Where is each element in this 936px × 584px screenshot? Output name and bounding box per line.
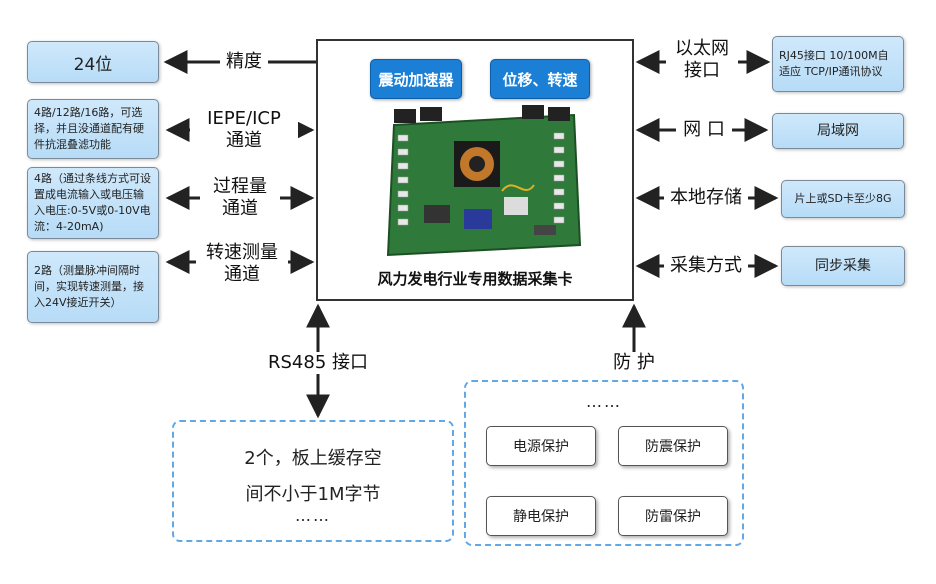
shock-protection-label: 防震保护	[645, 439, 701, 455]
card-title: 风力发电行业专用数据采集卡	[377, 270, 573, 288]
storage-box: 片上或SD卡至少8G	[781, 180, 905, 218]
ethernet-box: RJ45接口 10/100M自适应 TCP/IP通讯协议	[772, 36, 904, 92]
data-acquisition-card: 震动加速器 位移、转速 风力发电行业专用数据采集卡	[316, 39, 634, 301]
ethernet-label: 以太网 接口	[666, 38, 738, 82]
ethernet-label-line2: 接口	[684, 60, 720, 81]
buffer-text-line1: 2个，板上缓存空	[244, 448, 382, 469]
shock-protection-box: 防震保护	[618, 426, 728, 466]
esd-protection-box: 静电保护	[486, 496, 596, 536]
speed-label-line1: 转速测量	[206, 242, 278, 263]
process-label-line2: 通道	[222, 198, 258, 219]
lan-value: 局域网	[817, 122, 859, 139]
process-label: 过程量 通道	[200, 176, 280, 220]
iepe-label-line1: IEPE/ICP	[207, 108, 281, 129]
displacement-speed-label: 位移、转速	[502, 70, 578, 89]
protection-group: …… 电源保护 防震保护 静电保护 防雷保护	[464, 380, 744, 546]
storage-label: 本地存储	[664, 187, 748, 209]
precision-box: 24位	[27, 41, 159, 83]
precision-value: 24位	[73, 54, 113, 75]
iepe-box: 4路/12路/16路，可选择，并且没通道配有硬件抗混叠滤功能	[27, 99, 159, 159]
network-port-label: 网 口	[676, 119, 732, 141]
iepe-label: IEPE/ICP 通道	[190, 108, 298, 152]
displacement-speed-button: 位移、转速	[490, 59, 590, 99]
precision-label: 精度	[220, 51, 268, 73]
circuit-board-image	[386, 105, 582, 257]
speed-label-line2: 通道	[224, 264, 260, 285]
iepe-description: 4路/12路/16路，可选择，并且没通道配有硬件抗混叠滤功能	[34, 106, 144, 151]
speed-description: 2路（测量脉冲间隔时间，实现转速测量，接入24V接近开关）	[34, 264, 144, 309]
power-protection-label: 电源保护	[513, 439, 569, 455]
sync-acquisition-value: 同步采集	[815, 257, 871, 274]
vibration-accelerometer-button: 震动加速器	[370, 59, 462, 99]
lightning-protection-label: 防雷保护	[645, 509, 701, 525]
rs485-label: RS485 接口	[262, 352, 374, 374]
speed-label: 转速测量 通道	[196, 242, 288, 286]
speed-box: 2路（测量脉冲间隔时间，实现转速测量，接入24V接近开关）	[27, 251, 159, 323]
protection-label: 防 护	[602, 352, 666, 374]
ethernet-description: RJ45接口 10/100M自适应 TCP/IP通讯协议	[779, 49, 889, 78]
esd-protection-label: 静电保护	[513, 509, 569, 525]
buffer-more: ……	[295, 506, 331, 525]
vibration-accelerometer-label: 震动加速器	[378, 70, 454, 89]
acquisition-label: 采集方式	[664, 255, 748, 277]
storage-value: 片上或SD卡至少8G	[794, 192, 892, 205]
process-description: 4路（通过条线方式可设置成电流输入或电压输入电压:0-5V或0-10V电流：4-…	[34, 172, 151, 233]
buffer-group: 2个，板上缓存空 间不小于1M字节 ……	[172, 420, 454, 542]
buffer-text-line2: 间不小于1M字节	[245, 484, 381, 505]
protection-more: ……	[586, 392, 622, 411]
power-protection-box: 电源保护	[486, 426, 596, 466]
process-box: 4路（通过条线方式可设置成电流输入或电压输入电压:0-5V或0-10V电流：4-…	[27, 167, 159, 239]
process-label-line1: 过程量	[213, 176, 267, 197]
lan-box: 局域网	[772, 113, 904, 149]
iepe-label-line2: 通道	[226, 130, 262, 151]
ethernet-label-line1: 以太网	[675, 38, 729, 59]
sync-acquisition-box: 同步采集	[781, 246, 905, 286]
lightning-protection-box: 防雷保护	[618, 496, 728, 536]
